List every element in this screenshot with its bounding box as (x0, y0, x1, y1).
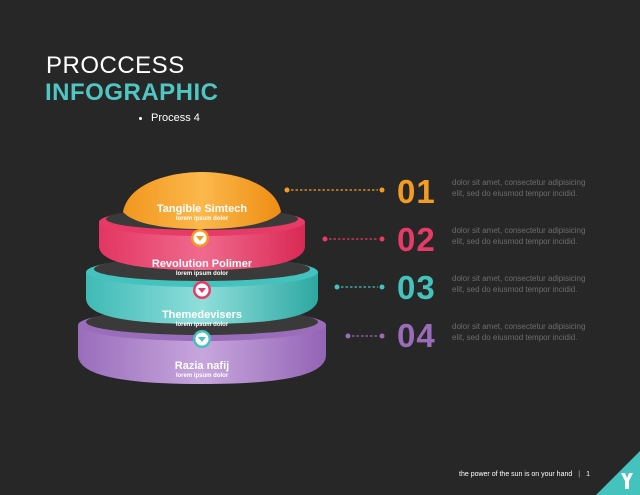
leader-line-4 (345, 333, 385, 339)
chevron-down-icon (196, 236, 204, 241)
step-number-03: 03 (397, 269, 436, 306)
y-logo-icon (596, 451, 640, 495)
chevron-down-icon (198, 288, 206, 293)
step-number-04: 04 (397, 317, 436, 354)
layer-1-sub: lorem ipsum dolor (176, 216, 229, 222)
title-line1: PROCCESS (46, 52, 185, 79)
leader-line-3 (334, 284, 385, 290)
layer-2-sub: lorem ipsum dolor (176, 271, 229, 277)
footer: the power of the sun is on your hand | 1 (459, 471, 590, 478)
step-desc-04: dolor sit amet, consectetur adipisicing … (452, 322, 586, 342)
leader-line-2 (322, 236, 385, 242)
step-desc-03: dolor sit amet, consectetur adipisicing … (452, 274, 586, 294)
layer-4-title: Razia nafij (175, 360, 229, 372)
subtitle: Process 4 (151, 112, 200, 124)
layer-2-title: Revolution Polimer (152, 258, 253, 270)
subtitle-bullet: Process 4 (139, 112, 200, 124)
step-number-01: 01 (397, 173, 436, 210)
layer-3-sub: lorem ipsum dolor (176, 322, 229, 328)
page-number: 1 (586, 471, 590, 478)
step-desc-02: dolor sit amet, consectetur adipisicing … (452, 226, 586, 246)
layer-1-shape (123, 172, 281, 229)
bullet-dot-icon (139, 116, 142, 120)
connector-2 (193, 281, 211, 299)
layer-1-title: Tangible Simtech (157, 203, 248, 215)
step-number-02: 02 (397, 221, 436, 258)
leader-line-1 (284, 187, 385, 193)
footer-tagline: the power of the sun is on your hand (459, 471, 573, 478)
chevron-down-icon (198, 337, 206, 342)
connector-1 (191, 229, 209, 247)
step-desc-01: dolor sit amet, consectetur adipisicing … (452, 178, 586, 198)
layer-3-title: Themedevisers (162, 309, 242, 321)
layer-4-sub: lorem ipsum dolor (176, 373, 229, 379)
footer-separator: | (578, 471, 581, 478)
title-line2: INFOGRAPHIC (45, 79, 219, 106)
connector-3 (193, 330, 211, 348)
